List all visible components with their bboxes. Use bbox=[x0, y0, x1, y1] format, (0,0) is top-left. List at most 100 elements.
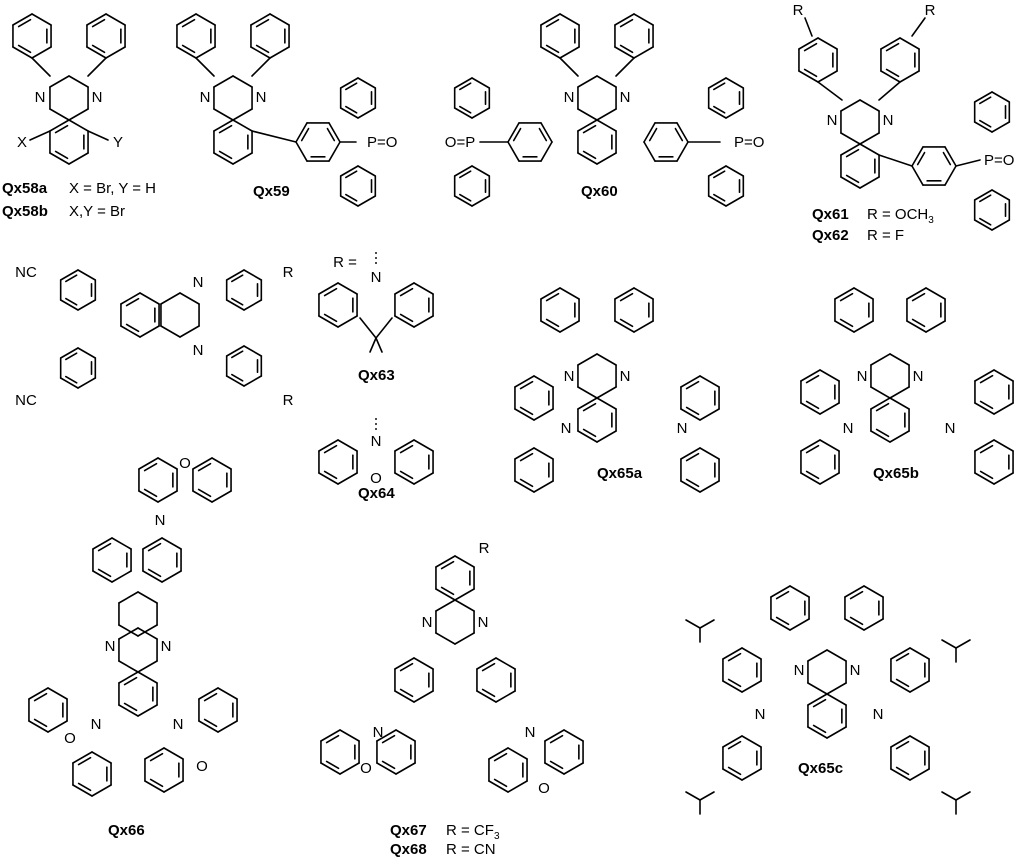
qx65c-cbz-r2-bond bbox=[890, 735, 911, 748]
qx65c-cbz-r2-bond bbox=[890, 768, 911, 781]
qx59-po: P=O bbox=[367, 134, 397, 151]
qx67-pxz-r2-bond bbox=[544, 729, 565, 742]
qx65c-n2: N bbox=[850, 662, 861, 679]
qx60-pph-ll-double-bond bbox=[459, 193, 472, 202]
qx64-ring-right-bond bbox=[394, 439, 415, 452]
qx65a-benzo-bond bbox=[596, 430, 617, 443]
qx58-link bbox=[87, 57, 107, 77]
qx60-pph-lr-double-bond bbox=[713, 193, 726, 202]
label-qx65b: Qx65b bbox=[873, 465, 919, 482]
nc-aryl-r1-bond bbox=[225, 269, 245, 281]
nc-n1: N bbox=[193, 274, 204, 291]
qx65a-acr-l2-bond bbox=[533, 480, 554, 493]
qx67-pxz-r2-bond bbox=[563, 729, 584, 742]
qx65a-acr-r2-double-bond bbox=[685, 452, 700, 462]
qx61-r2: R bbox=[925, 2, 936, 19]
qx66-pxz-l2-double-bond bbox=[77, 782, 92, 792]
qx67-pxz-l2-bond bbox=[395, 729, 416, 742]
qx63-ring-right-bond bbox=[413, 315, 434, 328]
qx65b-cbz-l1-bond bbox=[800, 369, 821, 382]
qx65c-cbz-l1-bond bbox=[722, 647, 743, 660]
qx65b-n2: N bbox=[913, 368, 924, 385]
qx60-phenyl-a-bond bbox=[559, 46, 580, 59]
qx67-benzo-bond bbox=[435, 588, 456, 601]
nc-benzo-bond bbox=[120, 325, 141, 338]
qx66-pyrazine-bond bbox=[137, 627, 158, 640]
qx65b-phenyl-b-bond bbox=[906, 287, 927, 300]
qx65c-phenyl-b-bond bbox=[863, 585, 884, 598]
qx61-pyrazine-bond bbox=[840, 99, 861, 112]
qx67-benzo-double-bond bbox=[440, 586, 455, 596]
qx67-pxz-r2-double-bond bbox=[549, 734, 564, 744]
qx66-n-left: N bbox=[91, 716, 102, 733]
qx60-op: O=P bbox=[445, 134, 475, 151]
qx65a-acr-r2-double-bond bbox=[685, 478, 700, 488]
qx59-pyrazine-bond bbox=[213, 108, 234, 121]
qx61-pph-top-double-bond bbox=[979, 96, 992, 105]
tbutyl-bond bbox=[955, 639, 971, 649]
qx66-pxz-left-bond bbox=[138, 490, 159, 503]
qx58-y: Y bbox=[113, 134, 123, 151]
qx65c-cbz-l1-bond bbox=[741, 680, 762, 693]
nc-aryl-bottom-bond bbox=[77, 347, 97, 359]
qx67-aryl-l-bond bbox=[413, 690, 434, 703]
qx65a-phenyl-b-bond bbox=[614, 320, 635, 333]
qx65a-pyrazine-bond bbox=[577, 353, 598, 366]
nc-aryl-r2-double-bond bbox=[231, 350, 244, 359]
qx66-pxz-left-bond bbox=[157, 457, 178, 470]
label-qx59: Qx59 bbox=[253, 183, 290, 200]
qx60-pyrazine-bond bbox=[577, 108, 598, 121]
nc-aryl-top-double-bond bbox=[65, 274, 78, 283]
qx67-pyrazine-bond bbox=[435, 599, 456, 612]
qx67-n-left: N bbox=[373, 724, 384, 741]
qx65c-benzo-bond bbox=[807, 693, 828, 706]
qx66-acen-r-bond bbox=[161, 537, 182, 550]
qx61-aryl-a-bond bbox=[817, 37, 838, 50]
qx66-pxz-r2-bond bbox=[144, 747, 165, 760]
label-qx67: Qx67 bbox=[390, 822, 427, 839]
nc-benzo-double-bond bbox=[125, 323, 140, 333]
qx67-pxz-r2-double-bond bbox=[549, 760, 564, 770]
qx60-pph-ul-bond bbox=[471, 107, 491, 119]
qx67-aryl-l-bond bbox=[413, 657, 434, 670]
qx65b-n-right: N bbox=[945, 420, 956, 437]
qx65a-acr-r1-bond bbox=[699, 375, 720, 388]
qx65a-benzo-bond bbox=[577, 430, 598, 443]
qx67-pyrazine-bond bbox=[454, 632, 475, 645]
nc-aryl-top-bond bbox=[77, 299, 97, 311]
qx67-pyrazine-bond bbox=[454, 599, 475, 612]
qx60-pph-ll-bond bbox=[471, 165, 491, 177]
qx66-pxz-r1-bond bbox=[198, 687, 219, 700]
qx66-benzo-bond bbox=[118, 671, 139, 684]
qx65a-phenyl-a-bond bbox=[559, 287, 580, 300]
qx60-pph-ll-bond bbox=[453, 195, 473, 207]
qx66-acen-r-double-bond bbox=[147, 568, 162, 578]
qx60-aryl-left-double-bond bbox=[512, 127, 522, 142]
qx60-aryl-left-bond bbox=[507, 141, 520, 162]
qx65c-cbz-l1-bond bbox=[722, 680, 743, 693]
qx67-pxz-l2-bond bbox=[376, 729, 397, 742]
label-qx60: Qx60 bbox=[581, 183, 618, 200]
qx67-aryl-r-bond bbox=[495, 657, 516, 670]
qx61-pph-bottom-bond bbox=[991, 189, 1011, 201]
nc-aryl-r1-double-bond bbox=[231, 297, 244, 306]
qx59-phenyl-a-bond bbox=[195, 46, 216, 59]
qx60-aryl-right-bond bbox=[643, 141, 656, 162]
qx61-benzo-double-bond bbox=[845, 148, 860, 158]
qx59-pyrazine-bond bbox=[213, 75, 234, 88]
qx67-benzo-double-bond bbox=[440, 560, 455, 570]
qx60-aryl-right-double-bond bbox=[648, 127, 658, 142]
qx60-phenyl-a-double-bond bbox=[545, 18, 560, 28]
nc-pyrazine-bond bbox=[179, 292, 200, 305]
qx58-y-bond bbox=[87, 130, 109, 141]
qx60-pph-ur-double-bond bbox=[713, 105, 726, 114]
qx65c-cbz-r1-bond bbox=[890, 680, 911, 693]
qx61-aryl-p-double-bond bbox=[916, 151, 926, 166]
qx67-benzo-bond bbox=[454, 588, 475, 601]
qx66-pxz-l2-bond bbox=[72, 784, 93, 797]
qx58-phenyl-right-bond bbox=[86, 46, 107, 59]
qx63-ring-right-bond bbox=[394, 282, 415, 295]
qx60-aryl-left-bond bbox=[540, 141, 553, 162]
qx65b-cbz-l1-bond bbox=[819, 402, 840, 415]
qx65b-benzo-double-bond bbox=[875, 428, 890, 438]
